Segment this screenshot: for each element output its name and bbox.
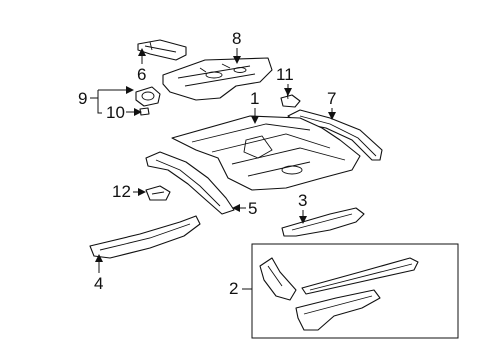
part-12-bracket [145, 185, 171, 201]
part-9-plate [135, 86, 161, 107]
callout-9: 9 [78, 89, 87, 108]
callout-4: 4 [94, 274, 103, 293]
inset-box-item-2 [251, 243, 459, 339]
callout-3: 3 [298, 191, 307, 210]
part-8-rear-floor-pan [162, 57, 273, 101]
part-2-sill-panel-a [259, 257, 297, 301]
part-1-main-floor-pan [171, 115, 361, 191]
callout-6: 6 [137, 65, 146, 84]
leader-lines [90, 48, 336, 290]
callout-5: 5 [248, 199, 257, 218]
part-5-crossmember [145, 151, 235, 215]
part-2-sill-panel-c [295, 289, 381, 331]
callout-11: 11 [276, 65, 294, 84]
callout-labels: 1 2 3 4 5 6 7 8 9 10 11 12 [78, 29, 336, 298]
callout-10: 10 [106, 103, 125, 122]
part-11-clip [280, 91, 301, 108]
part-2-sill-panel-b [301, 257, 419, 295]
part-6-bracket [137, 39, 187, 61]
part-3-rocker-reinforcement [281, 207, 365, 237]
callout-8: 8 [232, 29, 241, 48]
part-4-rear-sill [89, 215, 201, 259]
callout-1: 1 [250, 89, 259, 108]
callout-12: 12 [112, 182, 131, 201]
callout-2: 2 [229, 279, 238, 298]
part-10-bolt [139, 107, 150, 116]
callout-7: 7 [327, 89, 336, 108]
